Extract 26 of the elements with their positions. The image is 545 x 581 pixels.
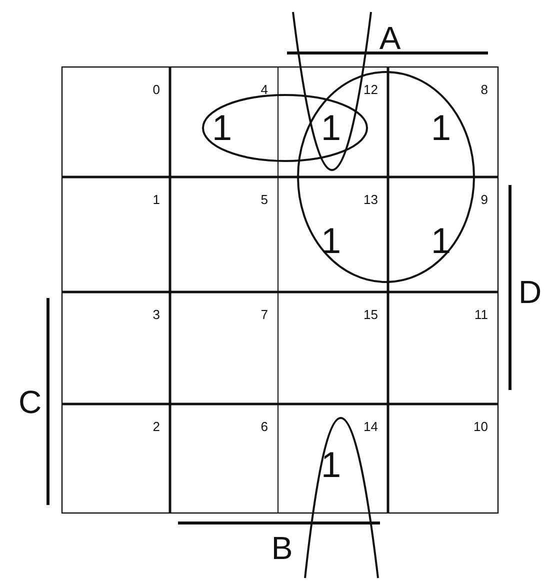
cell-value: 1 bbox=[430, 222, 452, 258]
cell-number: 11 bbox=[474, 308, 488, 321]
cell-number: 8 bbox=[480, 83, 488, 96]
cell-number: 0 bbox=[152, 83, 160, 96]
cell-number: 12 bbox=[364, 83, 378, 96]
cell-number: 5 bbox=[260, 193, 268, 206]
cell-value: 1 bbox=[320, 222, 342, 258]
cell-number: 2 bbox=[152, 420, 160, 433]
variable-label: B bbox=[271, 532, 293, 564]
cell-number: 1 bbox=[152, 193, 160, 206]
cell-number: 14 bbox=[364, 420, 378, 433]
cell-number: 4 bbox=[260, 83, 268, 96]
cell-value: 1 bbox=[430, 110, 452, 146]
variable-label: D bbox=[518, 276, 542, 308]
cell-number: 6 bbox=[260, 420, 268, 433]
variable-label: A bbox=[379, 22, 401, 54]
cell-number: 15 bbox=[364, 308, 378, 321]
cell-number: 9 bbox=[480, 193, 488, 206]
cell-value: 1 bbox=[212, 110, 232, 146]
cell-number: 10 bbox=[474, 420, 488, 433]
cell-value: 1 bbox=[320, 110, 342, 146]
cell-value: 1 bbox=[320, 446, 342, 482]
cell-number: 3 bbox=[152, 308, 160, 321]
cell-number: 13 bbox=[364, 193, 378, 206]
cell-number: 7 bbox=[260, 308, 268, 321]
variable-label: C bbox=[18, 386, 42, 418]
